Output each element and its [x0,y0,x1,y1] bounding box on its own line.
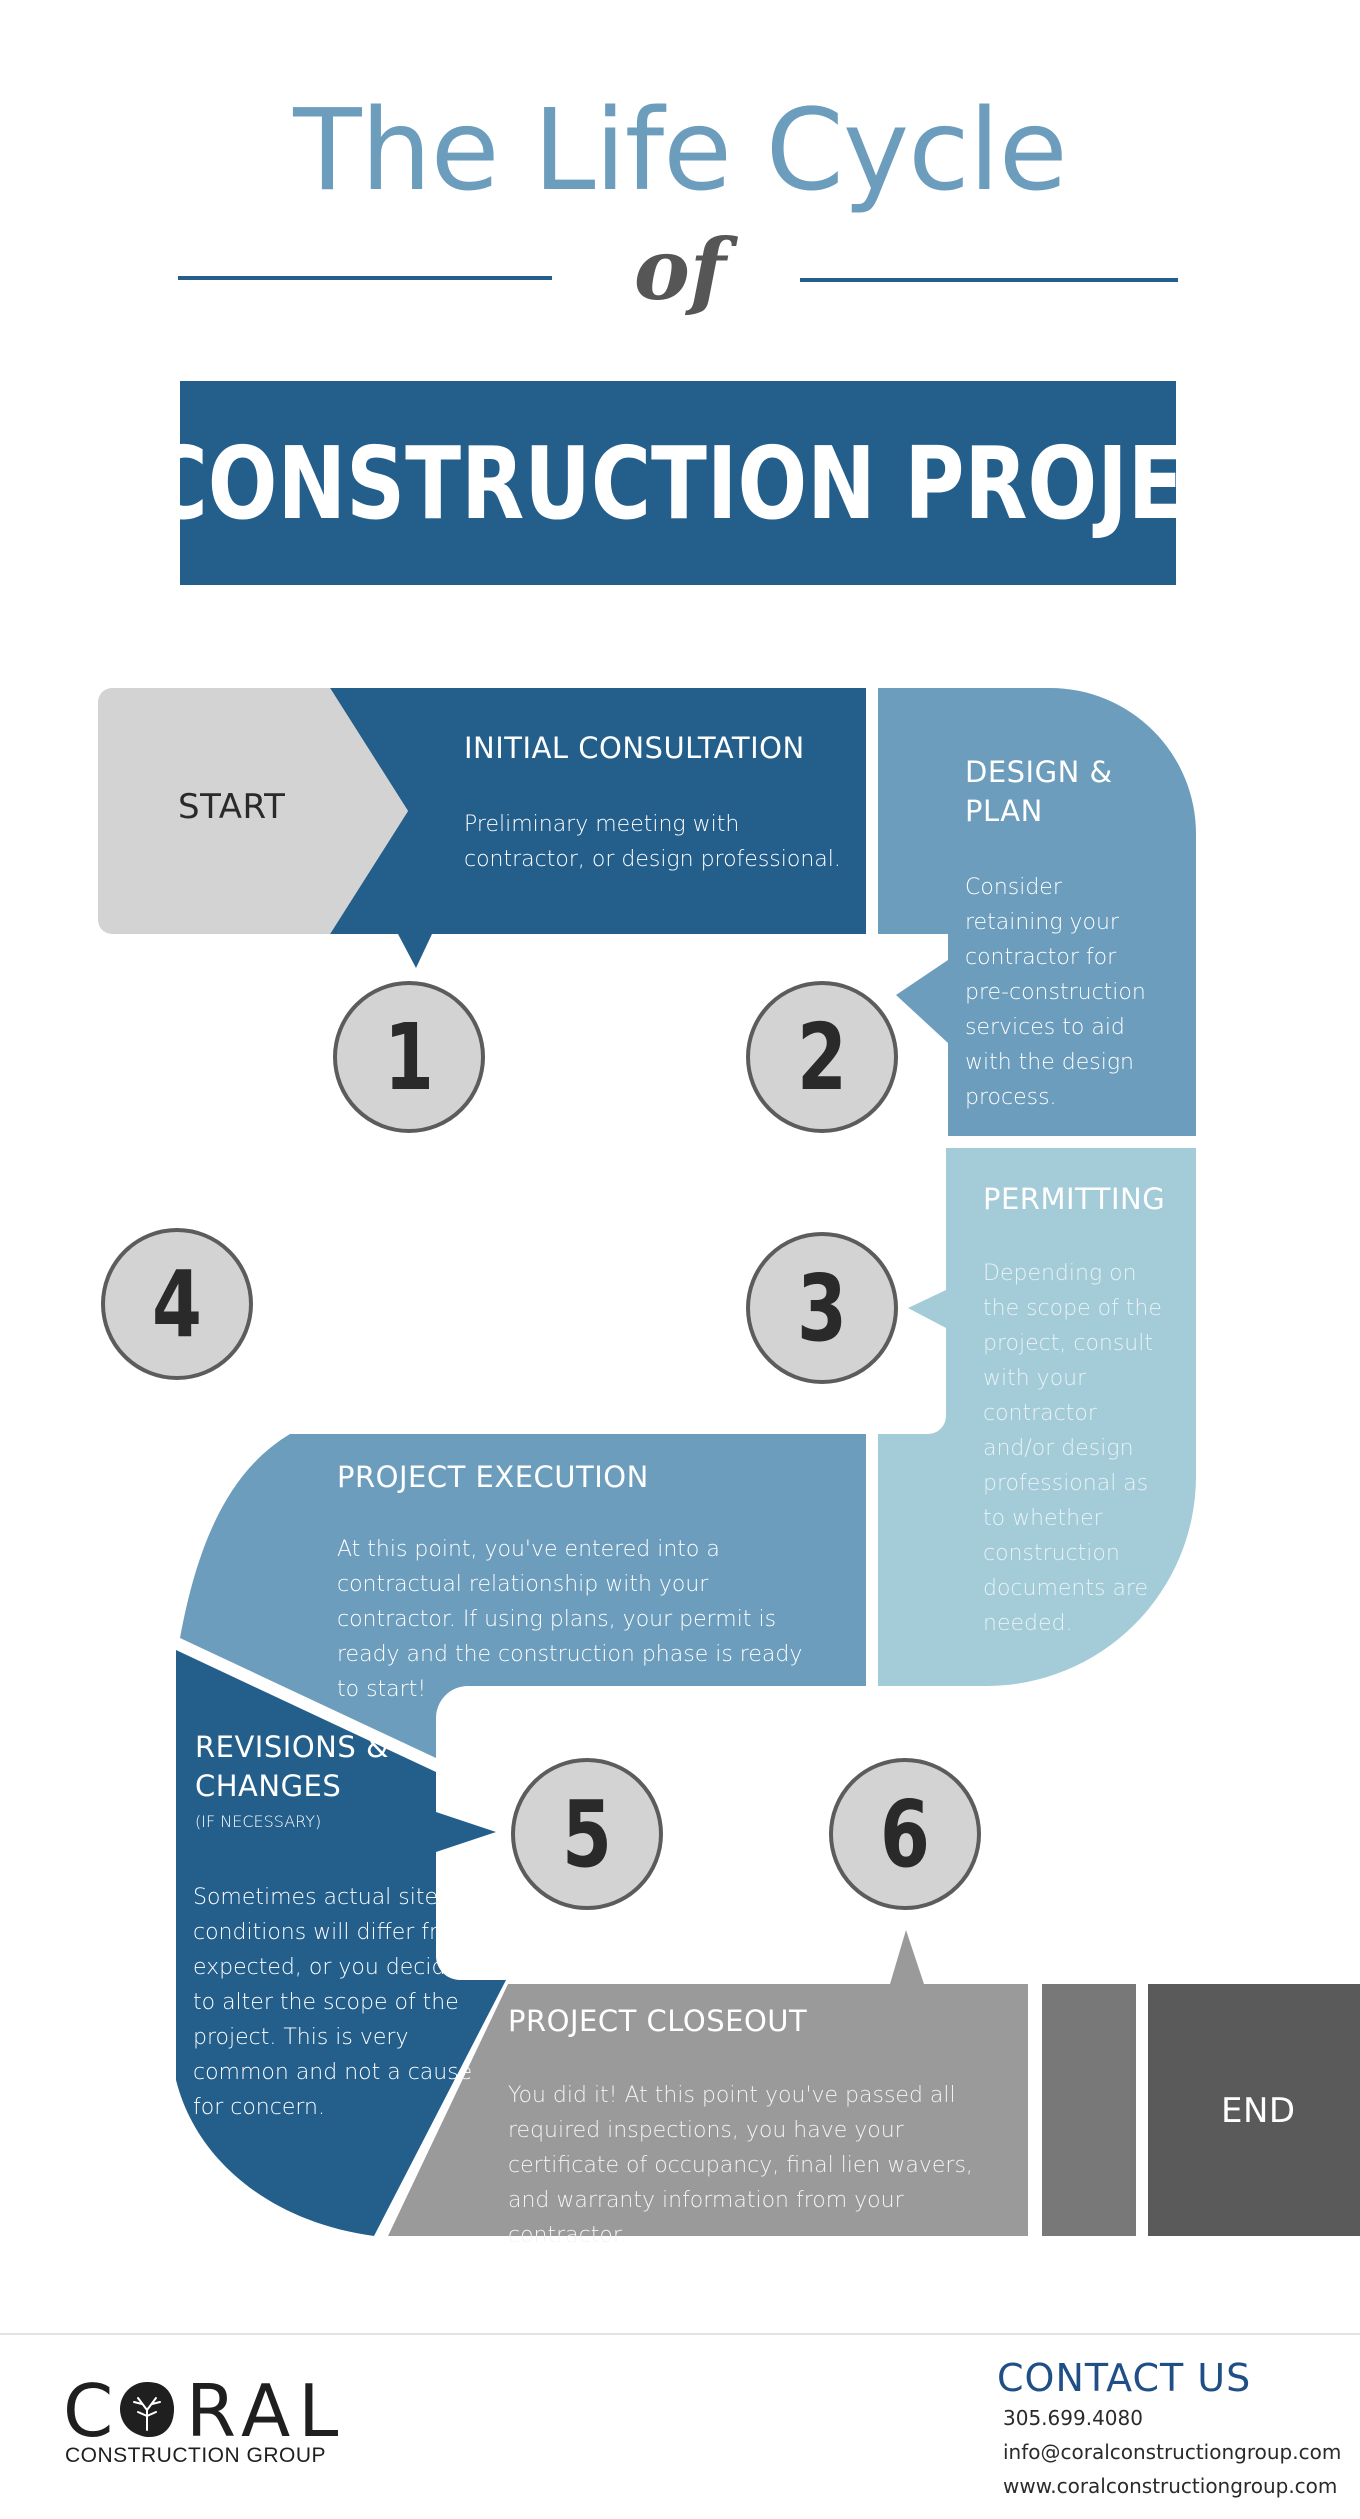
step-6-panel [388,1930,1028,2236]
step-1-panel [330,688,866,968]
page-title: The Life Cycle [293,86,1067,216]
step-2-body: Consider retaining your contractor for p… [965,875,1146,1110]
step-6-number-badge: 6 [829,1758,981,1910]
start-arrow [98,688,408,934]
step-3-number-badge: 3 [746,1232,898,1384]
title-divider-left [178,276,552,280]
start-label: START [178,787,286,827]
step-3-title: PERMITTING [983,1182,1166,1216]
contact-email[interactable]: info@coralconstructiongroup.com [1003,2440,1342,2464]
step-1-number-badge: 1 [333,981,485,1133]
step-5-body: Sometimes actual site conditions will di… [193,1885,473,2120]
step-2-title: DESIGN & PLAN [965,755,1113,828]
company-logo-subtitle: CONSTRUCTION GROUP [65,2444,326,2467]
contact-heading: CONTACT US [997,2356,1252,2400]
contact-phone[interactable]: 305.699.4080 [1003,2406,1143,2430]
step-4-panel [180,1390,866,1758]
step-5-panel [176,1650,506,2236]
end-block [1148,1984,1360,2236]
title-divider-right [800,278,1178,282]
step-4-body: At this point, you've entered into a con… [337,1537,803,1702]
banner-text: A CONSTRUCTION PROJECT [55,424,1301,542]
step-6-title: PROJECT CLOSEOUT [508,2004,808,2038]
closeout-spacer-block [1042,1984,1136,2236]
step-1-title: INITIAL CONSULTATION [464,731,805,765]
step-6-body: You did it! At this point you've passed … [508,2083,973,2248]
step-5-subtitle: (IF NECESSARY) [195,1812,322,1831]
contact-website[interactable]: www.coralconstructiongroup.com [1003,2474,1338,2498]
end-label: END [1221,2091,1296,2131]
step-4-number-badge: 4 [101,1228,253,1380]
step-3-body: Depending on the scope of the project, c… [983,1261,1162,1636]
company-logo: CORAL [63,2369,347,2453]
coral-tree-icon [120,2382,174,2436]
step-2-number-badge: 2 [746,981,898,1133]
step-2-panel [878,688,1196,1136]
step-5-title: REVISIONS & CHANGES [195,1730,390,1803]
footer-divider [0,2333,1360,2335]
step-5-number-badge: 5 [511,1758,663,1910]
step-4-title: PROJECT EXECUTION [337,1460,649,1494]
step-3-panel [878,1148,1196,1686]
title-banner: A CONSTRUCTION PROJECT [56,381,1300,585]
title-connector: of [633,220,727,319]
step-1-body: Preliminary meeting with contractor, or … [464,812,841,872]
